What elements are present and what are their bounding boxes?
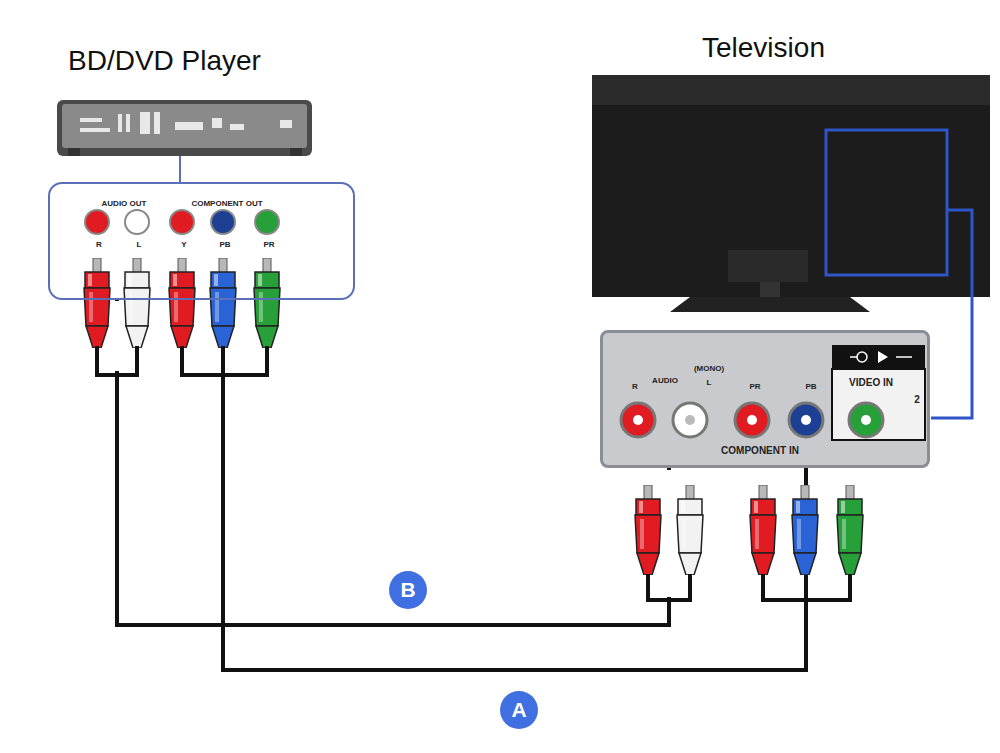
jack-label: AUDIO — [652, 377, 678, 385]
av-cable — [117, 300, 669, 625]
jack-label: R — [96, 241, 102, 249]
jack-label: (MONO) — [694, 365, 724, 373]
jack-label: L — [707, 379, 712, 387]
callout-letter: A — [500, 691, 538, 729]
jack-panel: R AUDIO (MONO) L PR PB VIDEO IN 2COMPONENT IN — [600, 330, 930, 468]
jack-label: R — [632, 383, 638, 391]
device-title: BD/DVD Player — [68, 44, 261, 78]
jack-label: VIDEO IN — [849, 378, 893, 388]
jack-label: COMPONENT IN — [721, 446, 799, 456]
jack-panel: AUDIO OUT R L COMPONENT OUT Y PB PR — [48, 182, 355, 300]
jack-label: PB — [219, 241, 230, 249]
callout-letter: B — [389, 571, 427, 609]
jack-label: L — [137, 241, 142, 249]
device-title: Television — [702, 31, 825, 65]
jack-label: PR — [263, 241, 274, 249]
jack-label: PR — [749, 383, 760, 391]
jack-label: AUDIO OUT — [102, 200, 147, 208]
jack-label: PB — [805, 383, 816, 391]
jack-label: Y — [181, 241, 186, 249]
jack-label: COMPONENT OUT — [191, 200, 262, 208]
jack-label: 2 — [914, 395, 920, 405]
